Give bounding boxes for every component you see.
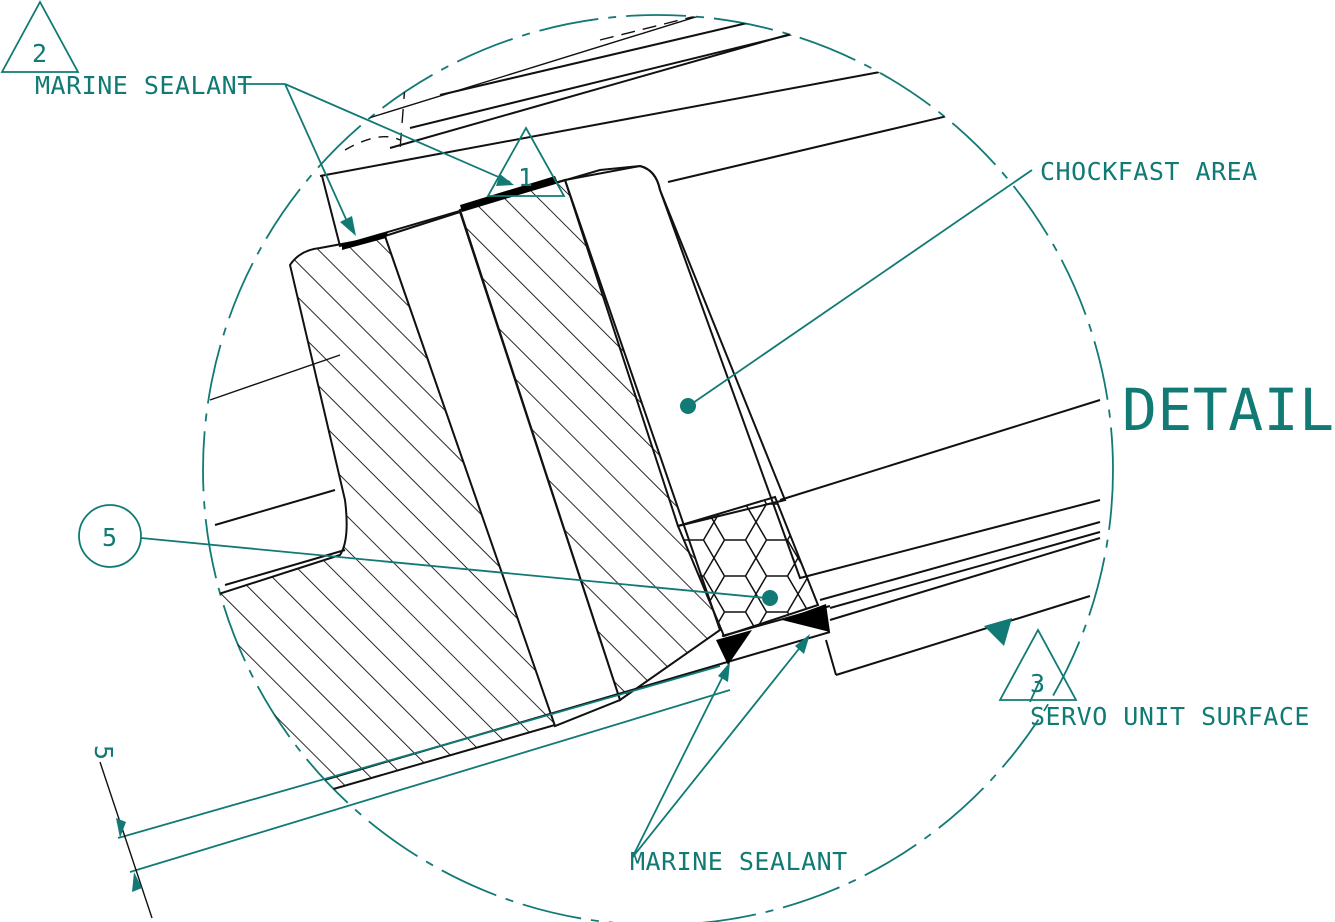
balloon-item-5: 5 bbox=[78, 504, 778, 606]
triangle-note-2: 2 bbox=[0, 0, 80, 73]
dimension-5: 5 bbox=[89, 665, 731, 919]
svg-text:2: 2 bbox=[32, 39, 48, 68]
triangle-note-3: 3 bbox=[984, 618, 1078, 703]
detail-title: DETAIL C bbox=[1122, 376, 1335, 444]
section-geometry bbox=[203, 15, 1101, 802]
leader-marine-sealant-bottom bbox=[631, 634, 810, 859]
chockfast-area-label: CHOCKFAST AREA bbox=[1040, 157, 1258, 186]
marine-sealant-top-label: MARINE SEALANT bbox=[35, 71, 253, 100]
marine-sealant-bottom-label: MARINE SEALANT bbox=[630, 847, 848, 876]
svg-text:5: 5 bbox=[102, 523, 118, 552]
detail-boundary bbox=[202, 14, 1114, 922]
triangle-note-1: 1 bbox=[486, 126, 566, 197]
svg-text:1: 1 bbox=[518, 163, 534, 192]
svg-text:5: 5 bbox=[89, 745, 118, 761]
leader-marine-sealant-top bbox=[238, 83, 514, 236]
servo-unit-surface-label: SERVO UNIT SURFACE bbox=[1030, 702, 1310, 731]
leader-chockfast-area bbox=[680, 169, 1033, 414]
